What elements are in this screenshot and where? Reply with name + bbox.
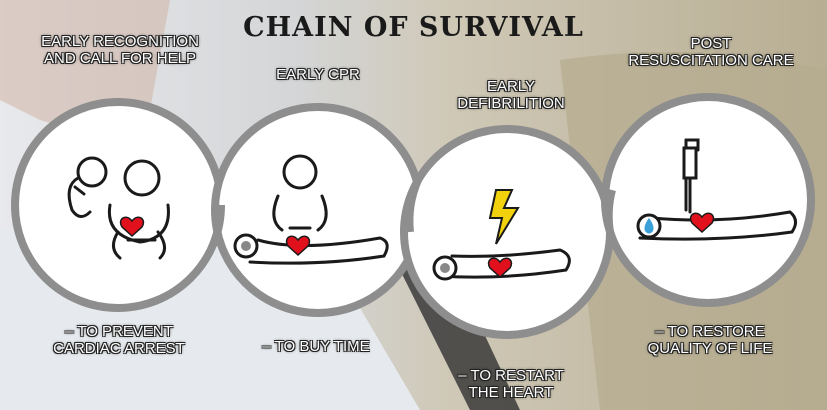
step-2-ear-icon bbox=[241, 241, 251, 251]
step-2-heading: EARLY CPR bbox=[258, 66, 378, 83]
step-4-caption: – TO RESTORE QUALITY OF LIFE bbox=[630, 323, 790, 357]
step-4-heading-line-1: POST bbox=[616, 35, 806, 52]
step-1-ring bbox=[15, 102, 221, 308]
step-4-ring bbox=[605, 97, 811, 303]
step-3-heading-line-2: DEFIBRILITION bbox=[446, 95, 576, 112]
step-2-ring bbox=[215, 107, 421, 313]
step-2-heading-line-1: EARLY CPR bbox=[258, 66, 378, 83]
step-4-caption-line-2: QUALITY OF LIFE bbox=[630, 340, 790, 357]
step-1-heading-line-2: AND CALL FOR HELP bbox=[30, 50, 210, 67]
step-4-caption-line-1: – TO RESTORE bbox=[630, 323, 790, 340]
step-4-heading-line-2: RESUSCITATION CARE bbox=[616, 52, 806, 69]
step-3-caption: – TO RESTART THE HEART bbox=[446, 367, 576, 401]
step-1-caption: – TO PREVENT CARDIAC ARREST bbox=[34, 323, 204, 357]
step-3-caption-line-1: – TO RESTART bbox=[446, 367, 576, 384]
step-3-caption-line-2: THE HEART bbox=[446, 384, 576, 401]
step-3-ear-icon bbox=[440, 263, 450, 273]
step-1-heading: EARLY RECOGNITION AND CALL FOR HELP bbox=[30, 33, 210, 67]
step-1-caption-line-2: CARDIAC ARREST bbox=[34, 340, 204, 357]
step-2-caption: – TO BUY TIME bbox=[246, 338, 386, 355]
step-2-caption-line-1: – TO BUY TIME bbox=[246, 338, 386, 355]
step-4-heading: POST RESUSCITATION CARE bbox=[616, 35, 806, 69]
step-3-heading: EARLY DEFIBRILITION bbox=[446, 78, 576, 112]
step-1-heading-line-1: EARLY RECOGNITION bbox=[30, 33, 210, 50]
step-1-caption-line-1: – TO PREVENT bbox=[34, 323, 204, 340]
step-3-heading-line-1: EARLY bbox=[446, 78, 576, 95]
step-3-ring bbox=[404, 129, 610, 335]
